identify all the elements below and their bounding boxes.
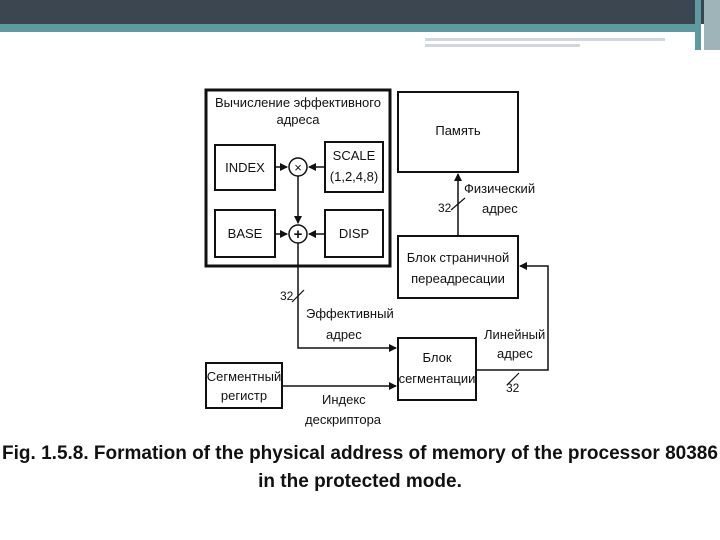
- slide-decor-bar: [695, 0, 701, 50]
- caption-line2: in the protected mode.: [258, 471, 462, 492]
- disp-label: DISP: [339, 226, 369, 241]
- slide-decor-bar: [704, 0, 720, 50]
- linear-address-line1: Линейный: [484, 327, 545, 342]
- effective-address-title-line1: Вычисление эффективного: [215, 95, 381, 110]
- segmentation-unit-box: [397, 337, 477, 401]
- physical-bus-width: 32: [438, 201, 452, 215]
- descriptor-index-line2: дескриптора: [305, 412, 382, 427]
- slide-decor-line: [425, 44, 580, 47]
- memory-label: Память: [435, 123, 481, 138]
- slide-decor-line: [425, 38, 665, 41]
- segment-register-line1: Сегментный: [207, 369, 281, 384]
- multiply-symbol: ×: [294, 160, 302, 175]
- segmentation-unit-line1: Блок: [422, 350, 451, 365]
- descriptor-index-line1: Индекс: [322, 392, 366, 407]
- caption-line1: Fig. 1.5.8. Formation of the physical ad…: [2, 443, 718, 464]
- effective-bus-width: 32: [280, 289, 294, 303]
- segmentation-unit-line2: сегментации: [399, 371, 476, 386]
- add-symbol: +: [294, 226, 303, 243]
- linear-address-arrow: [476, 262, 549, 371]
- segment-register-line2: регистр: [221, 388, 267, 403]
- linear-bus-width: 32: [506, 381, 520, 395]
- memory-box: [397, 91, 519, 173]
- linear-address-line2: адрес: [497, 346, 533, 361]
- figure-caption: Fig. 1.5.8. Formation of the physical ad…: [0, 440, 720, 496]
- bus-slash: [291, 289, 305, 303]
- effective-address-arrow: [297, 243, 397, 352]
- bus-slash: [506, 372, 520, 386]
- base-label: BASE: [228, 226, 263, 241]
- paging-unit-box: [397, 235, 519, 299]
- paging-unit-line2: переадресации: [411, 271, 505, 286]
- bus-slash: [450, 197, 466, 211]
- effective-address-title-line2: адреса: [276, 112, 320, 127]
- effective-address-line1: Эффективный: [306, 306, 394, 321]
- scale-values: (1,2,4,8): [330, 169, 378, 184]
- slide-top-bar: [0, 0, 720, 24]
- physical-address-line2: адрес: [482, 201, 518, 216]
- paging-unit-line1: Блок страничной: [407, 250, 509, 265]
- index-label: INDEX: [225, 160, 265, 175]
- effective-address-line2: адрес: [326, 327, 362, 342]
- physical-address-line1: Физический: [464, 181, 535, 196]
- slide-accent-line: [0, 24, 700, 32]
- scale-label: SCALE: [333, 148, 376, 163]
